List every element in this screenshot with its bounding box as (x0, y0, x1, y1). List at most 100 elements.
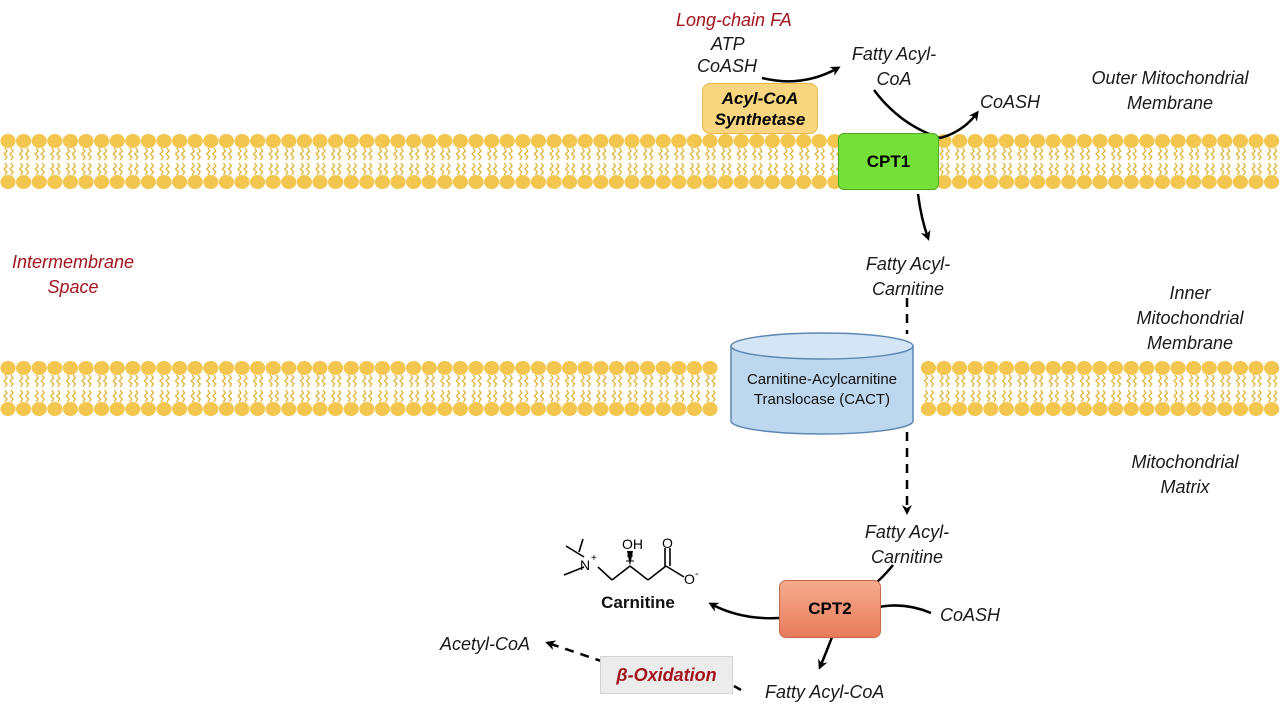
lipid-head (234, 175, 250, 189)
lipid-head (312, 175, 328, 189)
lipid-tail (549, 147, 560, 176)
lipid-tail (252, 374, 264, 403)
lipid-tail (299, 147, 311, 176)
lipid-head (1154, 134, 1170, 148)
lipid-tail (705, 147, 716, 176)
lipid-tail (81, 147, 92, 176)
lipid-head (1248, 361, 1264, 375)
lipid-head (749, 175, 765, 189)
lipid-head (1201, 361, 1217, 375)
outer-membrane-label: Outer Mitochondrial Membrane (1080, 66, 1260, 116)
lipid-tail (1095, 374, 1106, 403)
lipid-head (1201, 175, 1217, 189)
lipid-head (1061, 361, 1077, 375)
lipid-head (811, 175, 827, 189)
lipid-head (686, 361, 703, 375)
lipid-head (920, 361, 937, 375)
lipid-head (515, 361, 531, 375)
lipid-head (1108, 175, 1124, 189)
carnitine-plus-label: + (591, 553, 597, 564)
lipid-head (1264, 175, 1280, 189)
lipid-head (452, 175, 468, 189)
lipid-head (390, 361, 406, 375)
lipid-head (1030, 134, 1046, 148)
lipid-tail (611, 147, 623, 176)
lipid-head (811, 134, 827, 148)
lipid-tail (705, 374, 716, 403)
lipid-tail (923, 374, 935, 403)
lipid-tail (673, 147, 685, 176)
lipid-tail (143, 147, 155, 176)
lipid-head (655, 175, 671, 189)
lipid-head (640, 361, 656, 375)
lipid-head (281, 361, 297, 375)
lipid-head (62, 361, 78, 375)
lipid-head (343, 175, 359, 189)
arrow-cpt2-to-carnitine (708, 602, 780, 620)
lipid-head (702, 402, 718, 416)
lipid-tail (985, 147, 997, 176)
lipid-head (952, 175, 968, 189)
dashed-arrow-beta-oxidation-to-acetyl-coa (548, 643, 742, 692)
cact-transporter-cylinder (730, 332, 914, 435)
lipid-tail (268, 374, 280, 403)
lipid-tail (49, 147, 61, 176)
lipid-head (218, 134, 234, 148)
lipid-head (109, 134, 125, 148)
lipid-tail (3, 147, 14, 176)
coash-bottom-label: CoASH (940, 605, 1001, 625)
lipid-head (421, 361, 437, 375)
lipid-tail (159, 147, 170, 176)
lipid-head (1170, 134, 1186, 148)
lipid-head (109, 361, 125, 375)
lipid-head (733, 134, 749, 148)
lipid-head (1076, 134, 1092, 148)
lipid-tail (549, 374, 560, 403)
lipid-head (562, 361, 578, 375)
lipid-head (1030, 361, 1046, 375)
carnitine-o-label: O (662, 535, 673, 551)
lipid-head (1108, 402, 1124, 416)
lipid-head (702, 175, 718, 189)
lipid-tail (1219, 147, 1231, 176)
lipid-head (390, 175, 406, 189)
lipid-head (125, 361, 141, 375)
lipid-head (452, 134, 468, 148)
lipid-tail (580, 374, 592, 403)
lipid-head (546, 175, 562, 189)
lipid-tail (221, 147, 233, 176)
lipid-head (125, 175, 141, 189)
lipid-head (530, 134, 547, 148)
lipid-head (437, 134, 453, 148)
lipid-tail (65, 374, 77, 403)
line-coash-to-cpt2 (878, 604, 932, 615)
lipid-head (1108, 134, 1124, 148)
lipid-tail (533, 147, 545, 176)
lipid-tail (127, 147, 139, 176)
lipid-head (47, 134, 63, 148)
arrow-fatty-acyl-coa-to-cpt1 (872, 89, 979, 140)
lipid-head (983, 402, 999, 416)
lipid-head (686, 175, 703, 189)
lipid-head (328, 361, 344, 375)
lipid-head (125, 402, 141, 416)
lipid-head (1264, 134, 1280, 148)
mitochondrial-matrix-label: Mitochondrial Matrix (1110, 450, 1260, 500)
lipid-head (281, 175, 297, 189)
lipid-head (16, 134, 32, 148)
lipid-tail (18, 374, 30, 403)
lipid-head (203, 134, 219, 148)
lipid-head (655, 134, 671, 148)
lipid-tail (517, 374, 529, 403)
lipid-tail (720, 147, 732, 176)
lipid-head (172, 402, 188, 416)
lipid-head (0, 361, 16, 375)
cpt2-box: CPT2 (779, 580, 881, 638)
lipid-head (31, 134, 47, 148)
lipid-head (952, 134, 968, 148)
lipid-tail (283, 147, 295, 176)
outer-mitochondrial-membrane (0, 134, 1280, 189)
lipid-head (1092, 361, 1108, 375)
lipid-head (577, 361, 593, 375)
lipid-head (78, 134, 94, 148)
